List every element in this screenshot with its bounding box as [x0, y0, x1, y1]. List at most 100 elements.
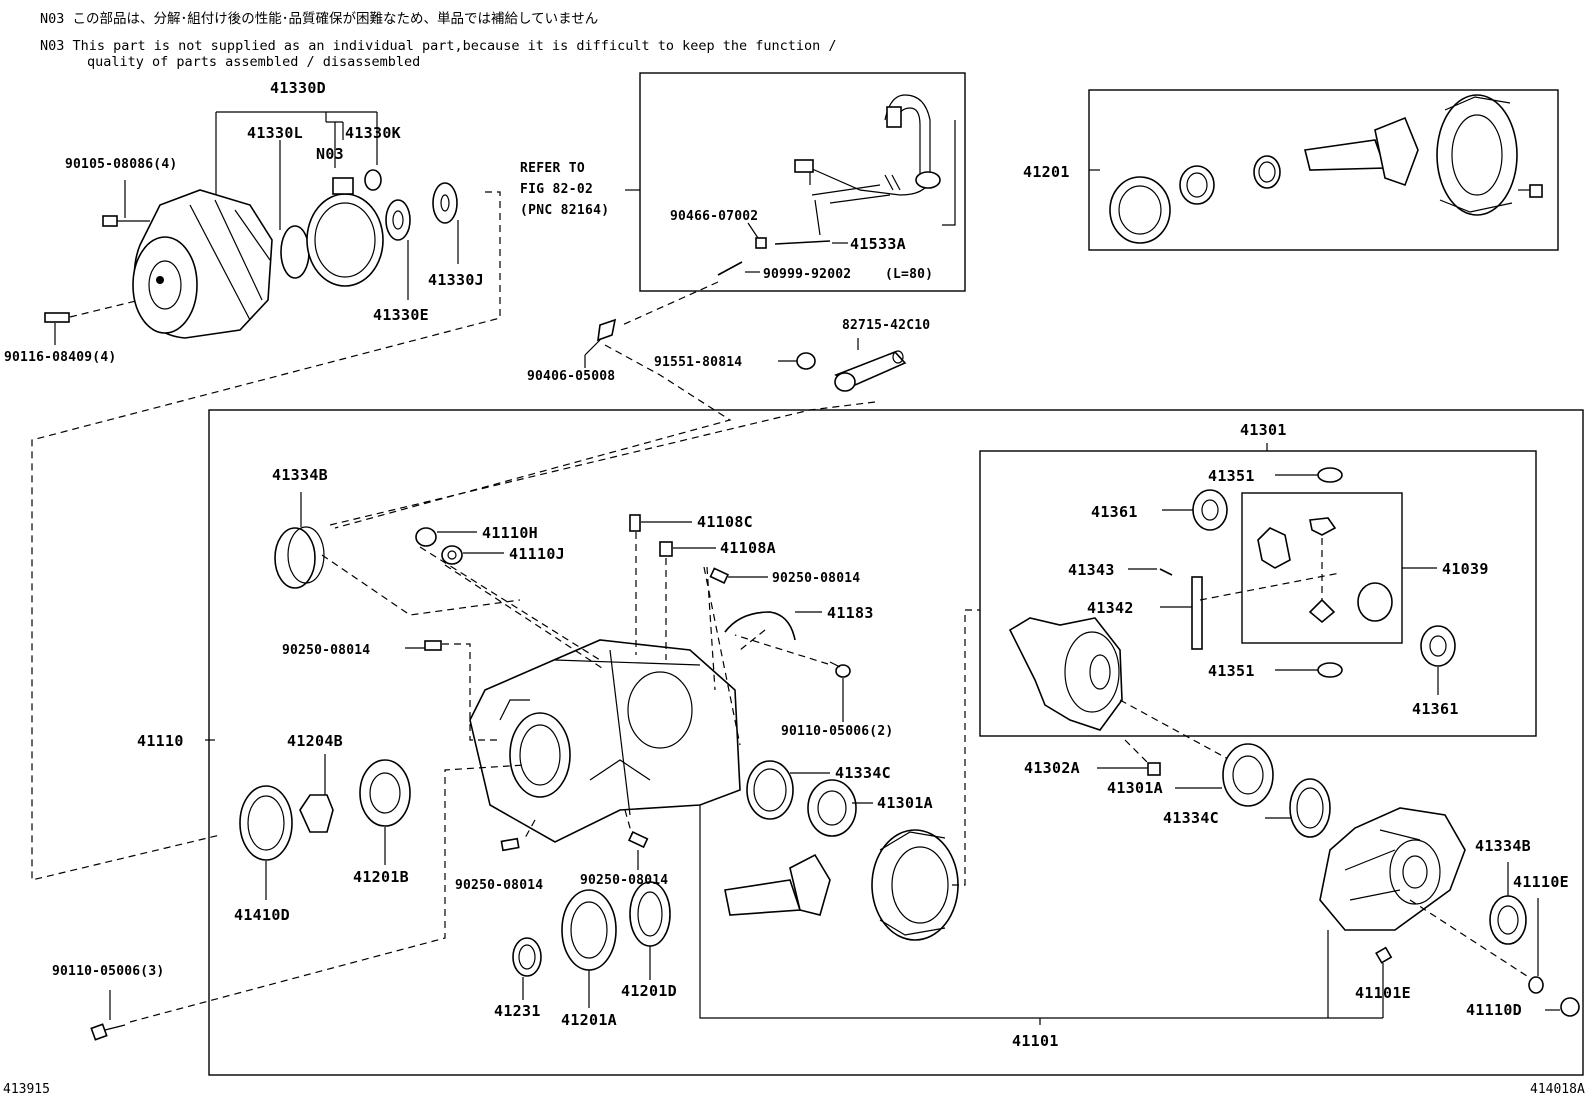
- label-41343: 41343: [1068, 561, 1115, 579]
- stud-90116: [44, 312, 70, 323]
- label-90110-05006-3: 90110-05006(3): [52, 964, 164, 979]
- seal-41334B-right: [1489, 895, 1527, 945]
- refer-line3: (PNC 82164): [520, 203, 609, 218]
- bearing-41301A-right: [1222, 743, 1274, 807]
- label-41183: 41183: [827, 604, 874, 622]
- bolt-91551: [796, 352, 816, 370]
- differential-case-box: [979, 450, 1537, 737]
- snap-ring-41330L: [280, 225, 310, 279]
- n03-part: [332, 177, 354, 195]
- label-41110D: 41110D: [1466, 1001, 1522, 1019]
- clip-90466: [755, 237, 767, 249]
- note-japanese: N03 この部品は、分解･組付け後の性能･品質確保が困難なため、単品では補給して…: [40, 11, 598, 27]
- cover-face: [132, 236, 198, 334]
- label-41302A: 41302A: [1024, 759, 1080, 777]
- side-gear-left: [1257, 527, 1291, 569]
- label-41108C: 41108C: [697, 513, 753, 531]
- main-housing-group: [205, 639, 1328, 1019]
- union-90406-group: [334, 318, 732, 529]
- breather-hose-group: [619, 94, 956, 327]
- label-90250-08014-c: 90250-08014: [455, 878, 543, 893]
- label-41351-top: 41351: [1208, 467, 1255, 485]
- pin-41343: [1159, 568, 1173, 576]
- drive-pinion: [724, 879, 802, 916]
- tube-41183: [724, 611, 796, 641]
- label-41334B-top: 41334B: [272, 466, 328, 484]
- label-41204B: 41204B: [287, 732, 343, 750]
- washer-41330J: [432, 182, 458, 224]
- label-41330E: 41330E: [373, 306, 429, 324]
- pinion-gear-top: [1309, 517, 1337, 536]
- label-82715-42C10: 82715-42C10: [842, 318, 930, 333]
- label-41231: 41231: [494, 1002, 541, 1020]
- label-90105-08086: 90105-08086(4): [65, 157, 177, 172]
- label-41351-bot: 41351: [1208, 662, 1255, 680]
- nut-41204B: [299, 794, 334, 833]
- ring-gear: [1436, 94, 1518, 216]
- ring-bolt: [1529, 184, 1543, 198]
- label-41330J: 41330J: [428, 271, 484, 289]
- label-91551-80814: 91551-80814: [654, 355, 742, 370]
- code-bottom-left: 413915: [3, 1082, 50, 1097]
- label-41301A-mid: 41301A: [877, 794, 933, 812]
- label-41330L: 41330L: [247, 124, 303, 142]
- pin-90250-d: [627, 831, 649, 849]
- label-41342: 41342: [1087, 599, 1134, 617]
- pinion-gear: [1374, 116, 1419, 187]
- gasket-41110E: [1528, 976, 1544, 994]
- label-41101: 41101: [1012, 1032, 1059, 1050]
- label-41301A-right: 41301A: [1107, 779, 1163, 797]
- label-41108A: 41108A: [720, 539, 776, 557]
- label-41334B-right: 41334B: [1475, 837, 1531, 855]
- bolt-41101E: [1375, 946, 1393, 964]
- label-41201A: 41201A: [561, 1011, 617, 1029]
- pinion-shaft: [1304, 139, 1387, 171]
- plug-41110H: [415, 527, 437, 547]
- washer-41351-top: [1317, 467, 1343, 483]
- label-41334C-mid: 41334C: [835, 764, 891, 782]
- label-41361-top: 41361: [1091, 503, 1138, 521]
- bolt-90110-2: [835, 664, 851, 678]
- bolt-41302A: [1147, 762, 1161, 776]
- note-english-line2: quality of parts assembled / disassemble…: [87, 54, 420, 70]
- pinion-gear-bottom: [1308, 598, 1336, 624]
- refer-line1: REFER TO: [520, 161, 585, 176]
- breather-41108A: [659, 541, 673, 557]
- label-N03: N03: [316, 145, 344, 163]
- bearing-41201B: [359, 759, 411, 827]
- seal-41231: [512, 937, 542, 977]
- bolt-90110-3: [90, 1023, 108, 1041]
- plug-41110D: [1560, 997, 1580, 1017]
- label-41334C-right: 41334C: [1163, 809, 1219, 827]
- label-90110-05006-2: 90110-05006(2): [781, 724, 893, 739]
- label-41201B: 41201B: [353, 868, 409, 886]
- bolt-90105: [102, 215, 118, 227]
- label-90250-08014-a: 90250-08014: [772, 571, 860, 586]
- label-41110E: 41110E: [1513, 873, 1569, 891]
- pin-90250-a: [709, 567, 730, 584]
- label-41533A: 41533A: [850, 235, 906, 253]
- diff-case-group: [1008, 443, 1456, 761]
- gasket-41110J: [441, 545, 463, 565]
- hose-90999: [717, 261, 743, 276]
- side-gear-right: [1357, 582, 1393, 622]
- label-41410D: 41410D: [234, 906, 290, 924]
- label-90250-08014-b: 90250-08014: [282, 643, 370, 658]
- ring-pinion-group: [1089, 94, 1543, 244]
- label-41201D: 41201D: [621, 982, 677, 1000]
- seal-41334B-left-group: [274, 492, 521, 616]
- label-90999-92002: 90999-92002: [763, 267, 851, 282]
- bracket-group: [329, 338, 907, 526]
- cover-41330D: [306, 193, 384, 287]
- label-90250-08014-d: 90250-08014: [580, 873, 668, 888]
- washer-41361-top: [1192, 489, 1228, 531]
- label-41110J: 41110J: [509, 545, 565, 563]
- seal-41330E: [385, 199, 411, 241]
- label-41110H: 41110H: [482, 524, 538, 542]
- cover-assembly-group: [31, 111, 501, 881]
- shaft-41342: [1191, 576, 1203, 650]
- label-90406-05008: 90406-05008: [527, 369, 615, 384]
- label-41330D: 41330D: [270, 79, 326, 97]
- label-41330K: 41330K: [345, 124, 401, 142]
